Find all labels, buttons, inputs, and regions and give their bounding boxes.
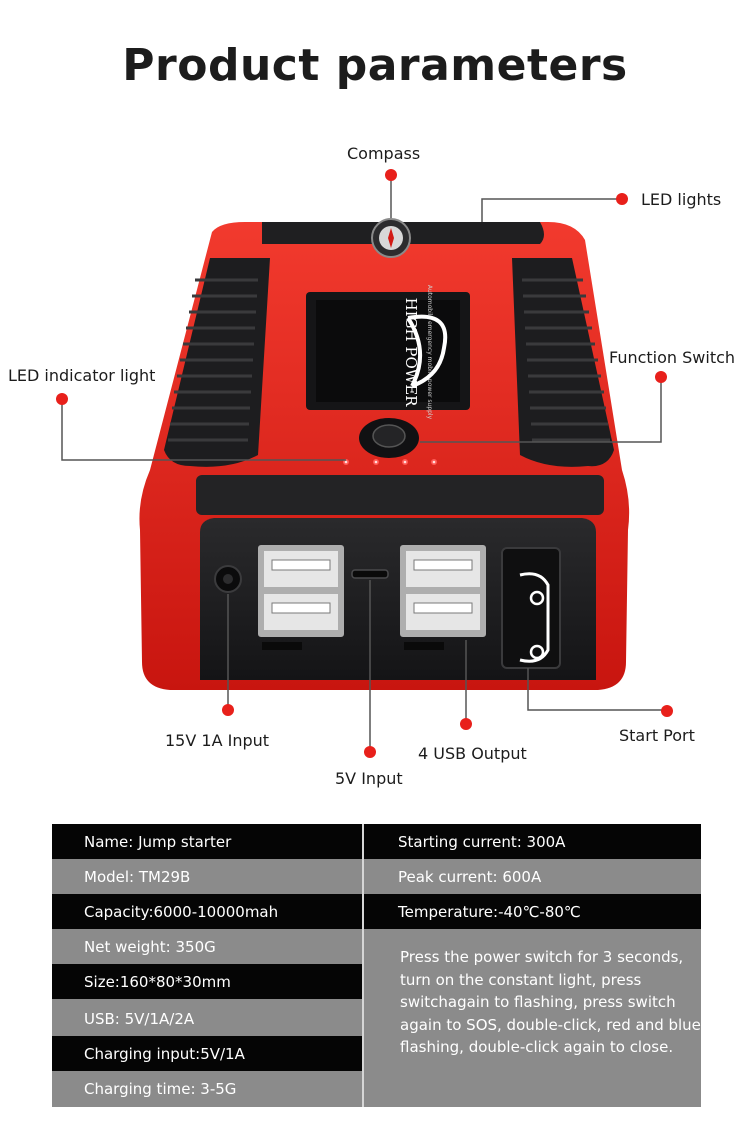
compass-label: Compass (347, 144, 421, 163)
power-switch-note: Press the power switch for 3 seconds, tu… (400, 948, 701, 1056)
micro-usb-port-icon (351, 569, 389, 579)
table-divider (362, 824, 364, 1107)
dc-input-port-icon (214, 565, 242, 593)
param-size: Size:160*80*30mm (52, 964, 362, 999)
param-capacity: Capacity:6000-10000mah (52, 894, 362, 929)
callout-lines (61, 176, 667, 752)
start-port-label: Start Port (619, 726, 695, 745)
input-15v-label: 15V 1A Input (165, 731, 270, 750)
param-starting-current: Starting current: 300A (364, 824, 701, 859)
jump-starter-illustration: HIGH POWER Automobile emergency mobile p… (56, 169, 673, 758)
right-grip (512, 258, 614, 467)
function-switch-label: Function Switch (609, 348, 736, 367)
usb-ports-left-icon (258, 545, 344, 637)
led-lights-label: LED lights (641, 190, 722, 209)
start-port-icon (501, 547, 561, 669)
page-title: Product parameters (122, 40, 628, 91)
car-outline-icon (406, 314, 448, 388)
compass-icon (371, 218, 411, 258)
input-5v-label: 5V Input (335, 769, 403, 788)
usb-output-label: 4 USB Output (418, 744, 527, 763)
callout-dots (56, 169, 673, 758)
power-button-icon (359, 418, 419, 458)
param-charging-input: Charging input:5V/1A (52, 1036, 362, 1071)
tagline-text: Automobile emergency mobile power supply (426, 285, 433, 420)
param-peak-current: Peak current: 600A (364, 859, 701, 894)
param-charging-time: Charging time: 3-5G (52, 1071, 362, 1106)
brand-text: HIGH POWER (402, 298, 420, 408)
param-temperature: Temperature:-40℃-80℃ (364, 894, 701, 929)
param-net-weight: Net weight: 350G (52, 929, 362, 964)
usb-ports-right-icon (400, 545, 486, 637)
led-indicator-label: LED indicator light (8, 366, 156, 385)
param-model: Model: TM29B (52, 859, 362, 894)
param-name: Name: Jump starter (52, 824, 362, 859)
param-usb: USB: 5V/1A/2A (52, 1001, 362, 1036)
left-grip (164, 258, 270, 467)
